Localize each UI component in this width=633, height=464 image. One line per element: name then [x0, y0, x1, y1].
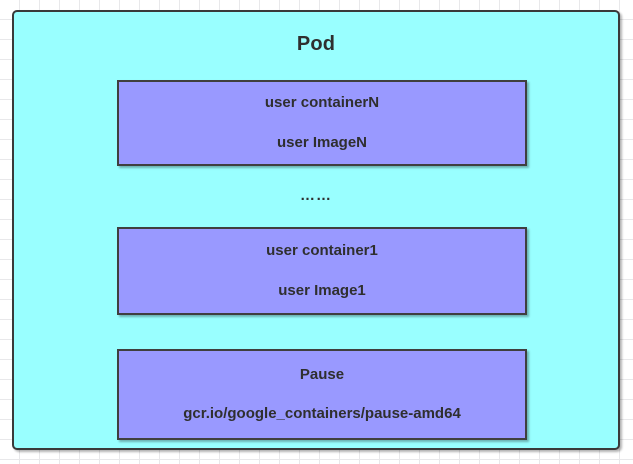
container-name-label: user container1: [266, 242, 378, 259]
container-box-user-container1[interactable]: user container1 user Image1: [117, 227, 527, 315]
pod-title: Pod: [296, 33, 336, 55]
ellipsis-label: ……: [300, 187, 332, 204]
container-name-label: Pause: [299, 365, 345, 383]
pod-container-box[interactable]: Pod user containerN user ImageN …… user …: [12, 10, 620, 450]
container-box-pause[interactable]: Pause gcr.io/google_containers/pause-amd…: [117, 349, 527, 440]
container-box-user-containerN[interactable]: user containerN user ImageN: [117, 80, 527, 166]
container-image-label: user Image1: [278, 281, 366, 299]
container-image-label: gcr.io/google_containers/pause-amd64: [183, 405, 461, 422]
container-image-label: user ImageN: [276, 133, 368, 151]
container-name-label: user containerN: [264, 94, 380, 111]
